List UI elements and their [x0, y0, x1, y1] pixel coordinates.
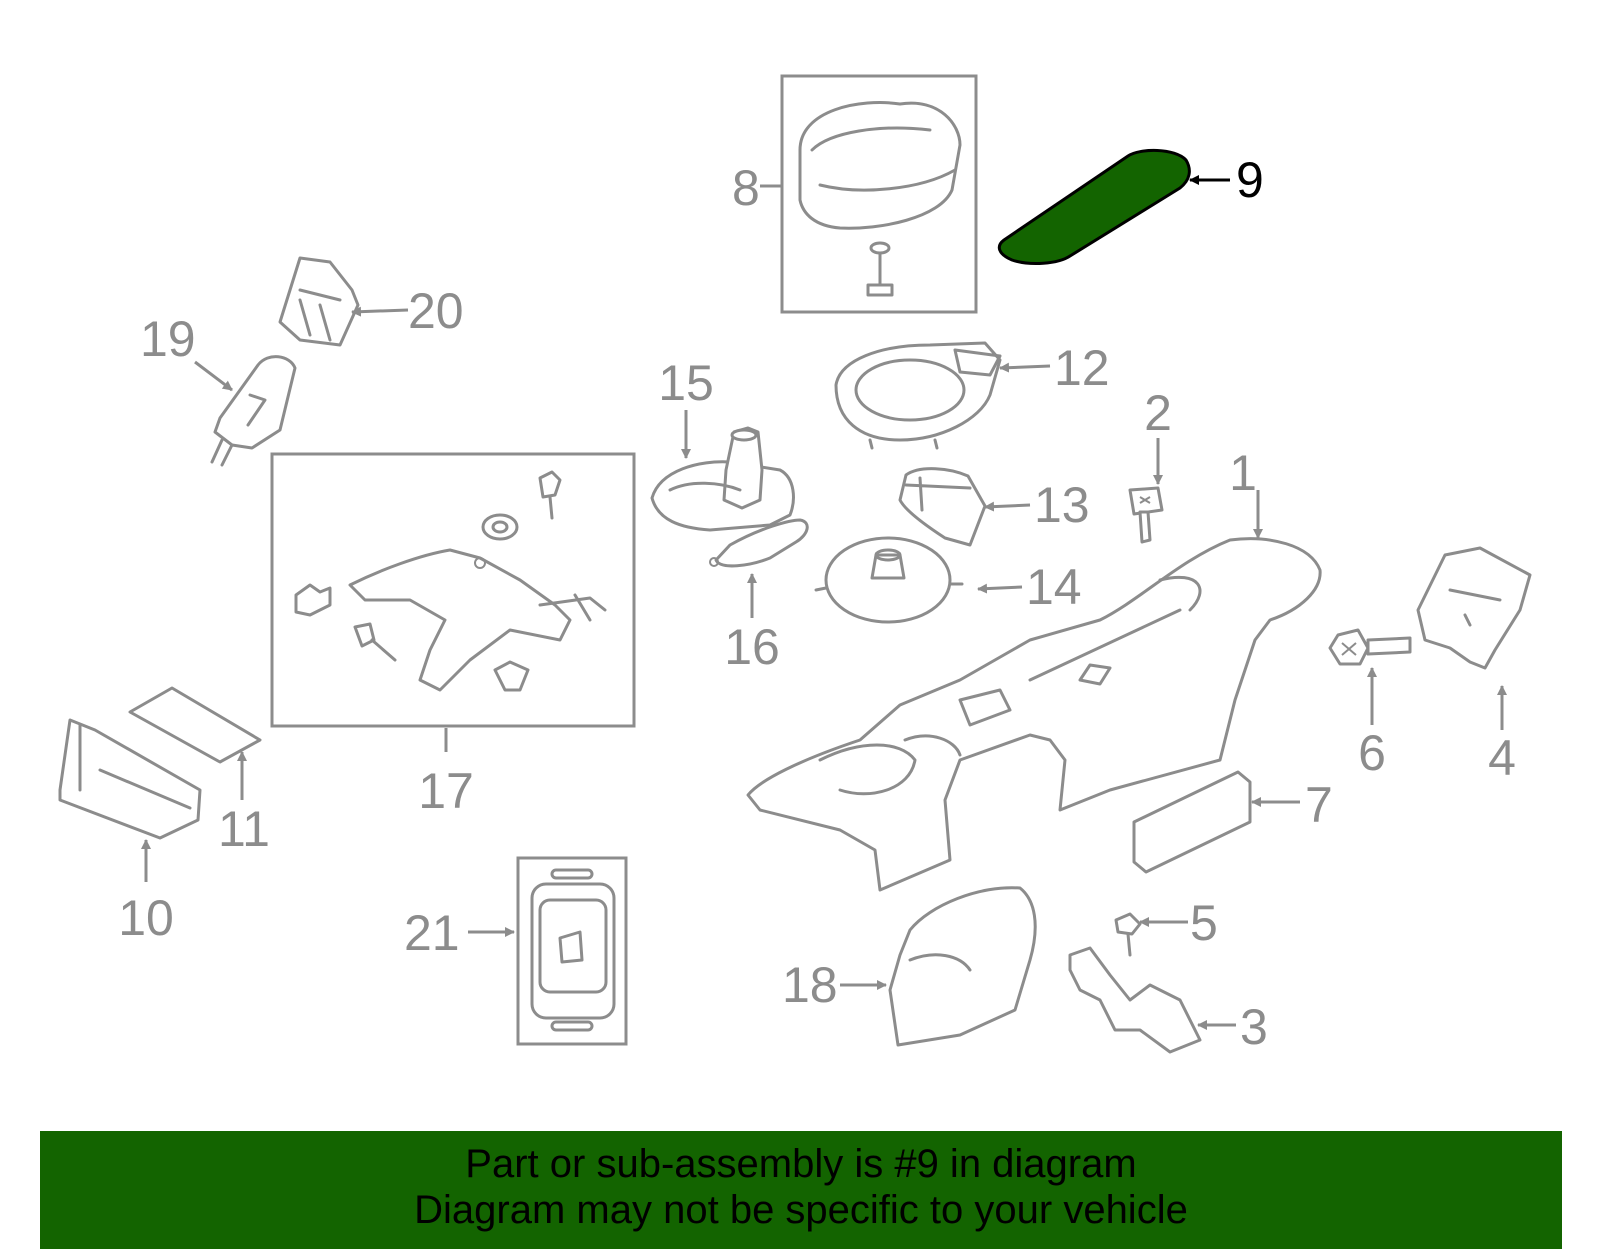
part-17-parking-brake-lever-assembly[interactable]	[270, 452, 636, 728]
callout-12: 12	[1054, 340, 1110, 396]
callout-8: 8	[732, 160, 760, 216]
callout-9: 9	[1236, 152, 1264, 208]
callout-15: 15	[658, 355, 714, 411]
callout-16: 16	[724, 619, 780, 675]
callout-17: 17	[418, 763, 474, 819]
part-13-trim-cover[interactable]	[898, 467, 987, 547]
part-15-shift-bezel[interactable]	[650, 426, 795, 532]
callout-11: 11	[218, 801, 270, 857]
callout-2: 2	[1144, 385, 1172, 441]
part-14-boot-retainer[interactable]	[814, 536, 964, 624]
part-19-lighter-element[interactable]	[210, 355, 297, 467]
callout-19: 19	[140, 311, 196, 367]
callout-5: 5	[1190, 895, 1218, 951]
banner-line-1: Part or sub-assembly is #9 in diagram	[465, 1142, 1137, 1186]
callout-1: 1	[1229, 445, 1257, 501]
part-9-console-mat[interactable]	[997, 148, 1191, 265]
callout-18: 18	[782, 957, 838, 1013]
callout-10: 10	[118, 890, 174, 946]
part-8-cup-holder-insert[interactable]	[780, 74, 978, 314]
callout-7: 7	[1305, 777, 1333, 833]
part-16-trim-panel[interactable]	[709, 518, 809, 568]
part-6-bolt[interactable]	[1328, 628, 1412, 666]
part-1-center-console[interactable]	[746, 537, 1322, 892]
callout-3: 3	[1240, 999, 1268, 1055]
part-18-shift-boot[interactable]	[888, 886, 1037, 1047]
part-21-seat-heater-switch[interactable]	[516, 856, 628, 1046]
part-5-bolt[interactable]	[1114, 912, 1142, 957]
part-20-power-socket[interactable]	[278, 256, 360, 347]
callout-6: 6	[1358, 725, 1386, 781]
callout-21: 21	[404, 905, 460, 961]
part-12-shift-bezel-ring[interactable]	[834, 341, 1002, 450]
info-banner: Part or sub-assembly is #9 in diagram Di…	[40, 1131, 1562, 1249]
callout-4: 4	[1488, 730, 1516, 786]
part-2-bolt[interactable]	[1128, 486, 1164, 544]
part-7-pad[interactable]	[1132, 770, 1252, 874]
parts-diagram: 1 2 3 4 5 6 7 8 9 10 11 12 13 14 15 16 1…	[58, 74, 1532, 1055]
part-4-bracket[interactable]	[1416, 546, 1532, 670]
banner-line-2: Diagram may not be specific to your vehi…	[414, 1188, 1188, 1232]
callout-20: 20	[408, 283, 464, 339]
leader-lines	[141, 175, 1507, 1030]
part-11-tray[interactable]	[128, 686, 262, 764]
callout-labels: 1 2 3 4 5 6 7 8 9 10 11 12 13 14 15 16 1…	[118, 152, 1516, 1055]
part-10-storage-bin[interactable]	[58, 718, 202, 840]
part-3-mounting-bracket[interactable]	[1068, 946, 1202, 1054]
callout-14: 14	[1026, 559, 1082, 615]
callout-13: 13	[1034, 477, 1090, 533]
